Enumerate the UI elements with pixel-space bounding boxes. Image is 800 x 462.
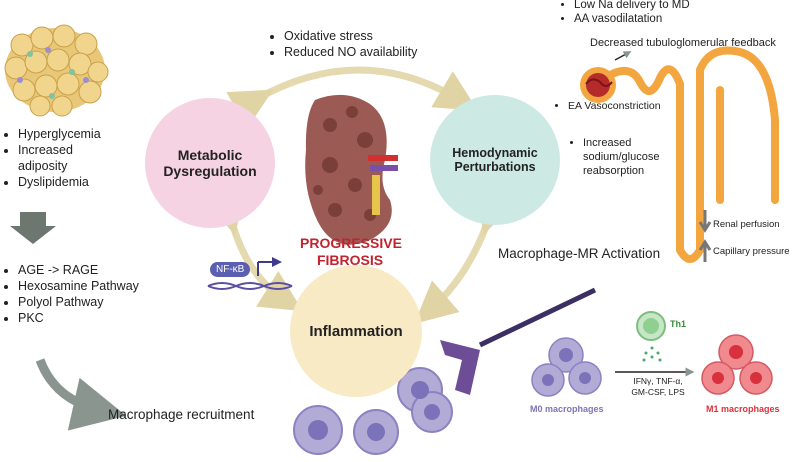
metabolic-dysregulation-title: Metabolic Dysregulation [163,147,257,179]
m0-macrophage-cells [531,337,602,397]
list-item: Reduced NO availability [284,44,458,60]
list-item: Dyslipidemia [18,174,122,190]
inflammation-node: Inflammation [290,265,422,397]
list-item: EA Vasoconstriction [568,100,712,113]
recruitment-arrow [35,358,127,431]
renal-perfusion-down-icon [698,210,712,233]
list-item: AGE -> RAGE [18,262,142,278]
list-item: Increased sodium/glucose reabsorption [583,136,677,178]
metabolic-pathway-list: AGE -> RAGE Hexosamine Pathway Polyol Pa… [2,262,142,326]
tgf-label: Decreased tubuloglomerular feedback [590,37,776,49]
mineralocorticoid-receptor-icon [440,287,597,395]
oxidative-stress-list: Oxidative stress Reduced NO availability [268,28,458,60]
cytokine-label: IFNγ, TNF-α, GM-CSF, LPS [618,376,698,398]
hemodynamic-top-list: Low Na delivery to MD AA vasodilatation [558,0,738,26]
metabolic-dysregulation-node: Metabolic Dysregulation [145,98,275,228]
cytokine-dots [642,346,662,362]
arrow-hemodynamic-to-inflammation [414,188,517,324]
nephron-icon [601,46,779,263]
down-arrow-icon [10,212,56,244]
list-item: Oxidative stress [284,28,458,44]
reabsorption-list: Increased sodium/glucose reabsorption [567,136,677,178]
glomerulus-icon [580,67,616,103]
list-item: Increased adiposity [18,142,122,174]
list-item: Polyol Pathway [18,294,142,310]
list-item: Hyperglycemia [18,126,122,142]
dna-icon [207,257,293,290]
m0-macrophages-label: M0 macrophages [530,404,604,414]
arrow-metabolic-to-hemodynamic [226,66,479,129]
hemodynamic-perturbations-title: Hemodynamic Perturbations [452,146,538,174]
arrow-metabolic-to-inflammation [204,189,303,312]
cytokine-line-2: GM-CSF, LPS [631,387,685,397]
fibrosis-line-2: FIBROSIS [316,252,384,268]
renal-perfusion-label: Renal perfusion [713,219,780,230]
adipose-tissue-icon [4,24,109,117]
capillary-pressure-up-icon [698,239,712,262]
nfkb-label: NF-κB [216,264,245,275]
inflammation-title: Inflammation [309,322,403,340]
metabolic-risk-list: Hyperglycemia Increased adiposity Dyslip… [2,126,122,190]
th1-label: Th1 [670,319,687,329]
list-item: Low Na delivery to MD [574,0,738,12]
list-item: AA vasodilatation [574,12,738,26]
capillary-pressure-label: Capillary pressure [713,246,790,257]
cytokine-line-1: IFNγ, TNF-α, [633,376,683,386]
fibrosis-line-1: PROGRESSIVE [300,235,402,251]
kidney-icon [305,94,398,245]
macrophage-recruitment-label: Macrophage recruitment [108,407,255,422]
nfkb-badge: NF-κB [210,262,251,277]
progressive-fibrosis-label: PROGRESSIVE FIBROSIS [300,235,402,269]
list-item: Hexosamine Pathway [18,278,142,294]
hemodynamic-perturbations-node: Hemodynamic Perturbations [430,95,560,225]
m1-macrophage-cells [701,334,773,395]
mr-activation-label: Macrophage-MR Activation [498,246,661,261]
list-item: PKC [18,310,142,326]
tgf-arrow [614,51,632,61]
th1-cell-icon [636,311,666,341]
m1-macrophages-label: M1 macrophages [706,404,780,414]
ea-vasoconstriction-list: EA Vasoconstriction [552,100,712,113]
